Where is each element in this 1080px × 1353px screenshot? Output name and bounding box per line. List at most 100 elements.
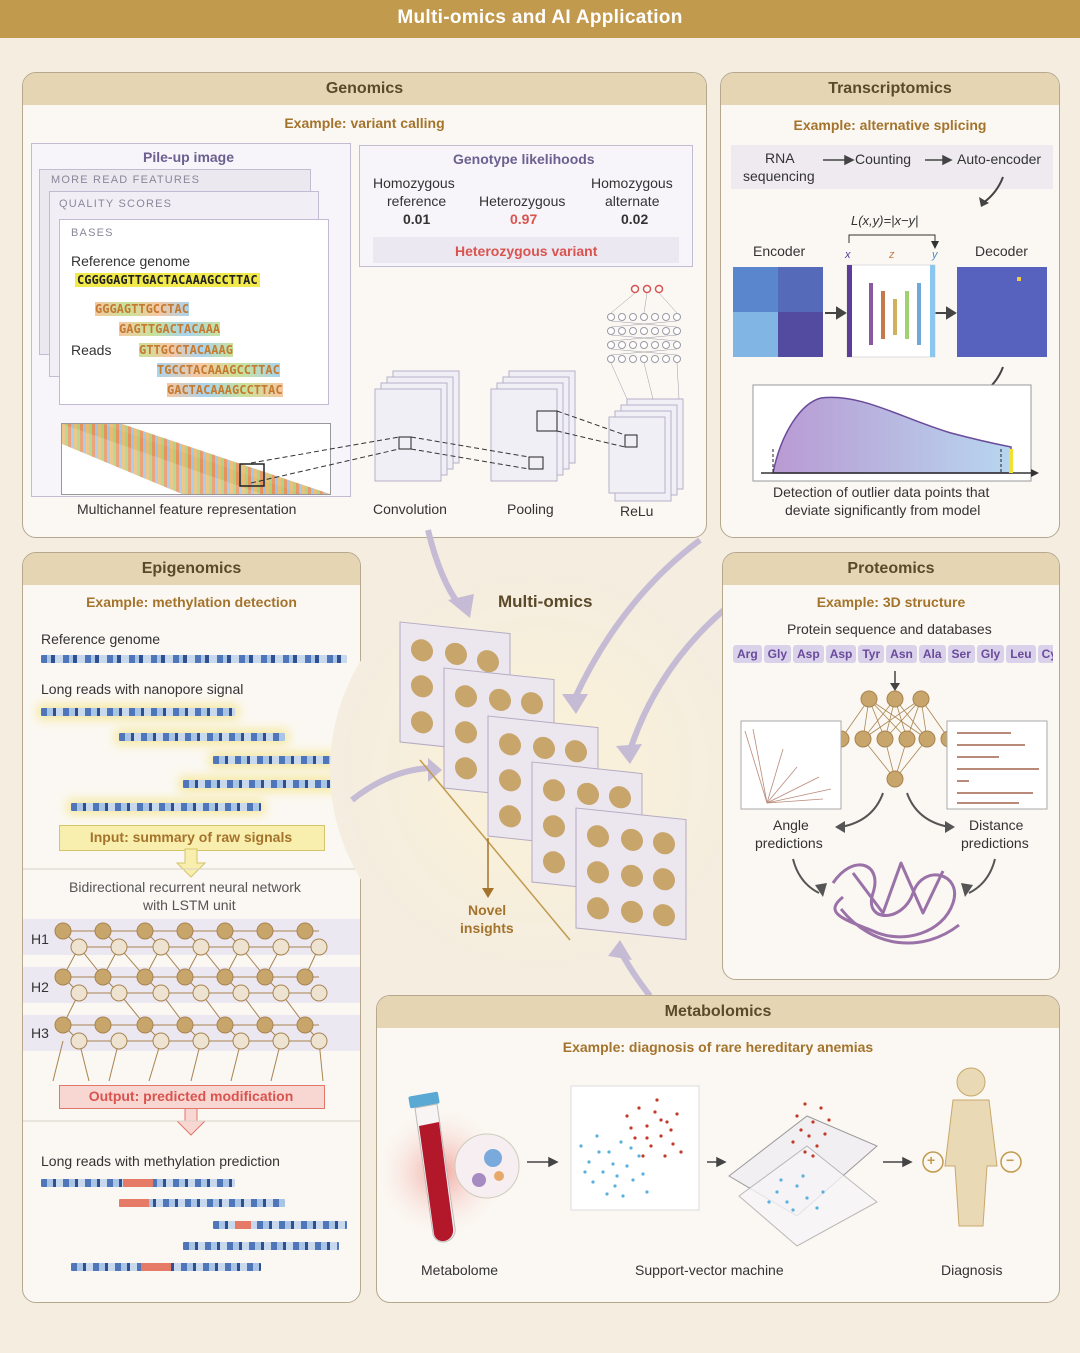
relu-stack [608, 398, 684, 502]
metabolomics-panel: Metabolomics Example: diagnosis of rare … [376, 995, 1060, 1303]
genomics-heading: Genomics [23, 73, 706, 105]
input-summary: Input: summary of raw signals [89, 829, 293, 845]
z-label: z [889, 249, 895, 261]
lstm-nodes [54, 922, 314, 1034]
convolution-stack [374, 370, 460, 482]
autoencoder-label: Auto-encoder [957, 151, 1042, 167]
read-1: GGGAGTTGCCTAC [95, 302, 189, 316]
metabolome-label: Metabolome [421, 1262, 499, 1278]
proteomics-panel: Proteomics Example: 3D structure Protein… [722, 552, 1060, 980]
epi-reference-genome: Reference genome [41, 631, 161, 647]
long-reads-methylation: Long reads with methylation prediction [41, 1153, 280, 1169]
aa-10: Leu [1006, 645, 1036, 663]
fc-network [607, 284, 681, 400]
encoder-heatmap [733, 267, 823, 357]
rna-line1: RNA [765, 150, 795, 166]
detection-line1: Detection of outlier data points that [773, 484, 990, 500]
minus-sign: − [1006, 1152, 1015, 1168]
proteomics-example: Example: 3D structure [816, 594, 966, 610]
read-4: TGCCTACAAAGCCTTAC [157, 363, 280, 377]
loss-formula: L(x,y)=|x−y| [851, 213, 919, 228]
methyl-read-4 [183, 1242, 339, 1250]
diagnosis-label: Diagnosis [941, 1262, 1003, 1278]
long-reads-nanopore: Long reads with nanopore signal [41, 681, 244, 697]
multichannel-feature-image [61, 423, 331, 495]
distance-line1: Distance [969, 817, 1024, 833]
counting-label: Counting [855, 151, 912, 167]
metabolomics-diagram [377, 1067, 1022, 1247]
nanopore-read-1 [41, 708, 235, 716]
angle-line1: Angle [773, 817, 809, 833]
h3-label: H3 [31, 1025, 49, 1041]
detection-line2: deviate significantly from model [785, 502, 981, 518]
rnn-line2: with LSTM unit [143, 897, 236, 913]
transcriptomics-diagram [733, 154, 1047, 482]
heterozygous-variant: Heterozygous variant [455, 243, 598, 259]
gt-homref-l1: Homozygous [373, 175, 455, 191]
distance-line2: predictions [961, 835, 1029, 851]
epigenomics-heading: Epigenomics [23, 553, 360, 585]
gt-homalt-l2: alternate [605, 193, 660, 209]
gt-homref-l2: reference [387, 193, 447, 209]
protein-structure [831, 861, 960, 945]
bases-label: BASES [71, 227, 114, 239]
aa-7: Ala [918, 645, 946, 663]
y-label: y [932, 249, 938, 261]
aa-2: Gly [763, 645, 792, 663]
reads-label: Reads [71, 342, 112, 358]
novel-line1: Novel [468, 902, 507, 918]
methyl-read-5 [71, 1263, 261, 1271]
cnn-diagram [250, 284, 684, 502]
pooling-label: Pooling [507, 501, 554, 517]
epigenomics-example: Example: methylation detection [86, 594, 297, 610]
nanopore-read-4 [183, 780, 339, 788]
read-5: GACTACAAAGCCTTAC [167, 383, 283, 397]
gt-het-value: 0.97 [510, 211, 538, 227]
decoder-label: Decoder [975, 243, 1028, 259]
h1-label: H1 [31, 931, 49, 947]
epi-reference-bar [41, 655, 347, 663]
aa-4: Asp [825, 645, 857, 663]
h2-label: H2 [31, 979, 49, 995]
nanopore-read-5 [71, 803, 261, 811]
output-box [59, 1085, 325, 1109]
rna-line2: sequencing [743, 168, 815, 184]
transcriptomics-panel: Transcriptomics Example: alternative spl… [720, 72, 1060, 538]
aa-11: Cys [1037, 645, 1053, 663]
genomics-example: Example: variant calling [284, 115, 445, 131]
epi-diagram [23, 848, 360, 1136]
novel-line2: insights [460, 920, 514, 936]
svm-label: Support-vector machine [635, 1262, 784, 1278]
plus-sign: + [927, 1152, 936, 1168]
aa-8: Ser [947, 645, 975, 663]
multiomics-heading: Multi-omics [498, 592, 593, 611]
quality-scores-label: QUALITY SCORES [59, 198, 173, 210]
lstm-nodes-back [70, 938, 328, 1050]
more-read-features-label: MORE READ FEATURES [51, 174, 201, 186]
multichannel-feature-svg [62, 424, 330, 494]
x-label: x [845, 249, 851, 261]
aa-9: Gly [976, 645, 1005, 663]
angle-line2: predictions [755, 835, 823, 851]
metabolomics-heading: Metabolomics [377, 996, 1059, 1028]
reference-genome-label: Reference genome [71, 253, 191, 269]
read-2: GAGTTGACTACAAA [119, 322, 221, 336]
proteomics-heading: Proteomics [723, 553, 1059, 585]
methyl-read-3 [213, 1221, 347, 1229]
genomics-panel: Genomics Example: variant calling Pile-u… [22, 72, 707, 538]
rnn-line1: Bidirectional recurrent neural network [69, 879, 301, 895]
gt-het-l1: Heterozygous [479, 193, 566, 209]
read-3: GTTGCCTACAAAG [139, 343, 233, 357]
multiomics-cards [399, 621, 687, 941]
transcriptomics-example: Example: alternative splicing [793, 117, 987, 133]
pipeline-strip [731, 145, 1053, 189]
aa-3: Asp [793, 645, 824, 663]
protein-sequence-label: Protein sequence and databases [787, 621, 992, 637]
heterozygous-variant-box [373, 237, 679, 263]
gt-homalt-l1: Homozygous [591, 175, 673, 191]
scatter-red [625, 1098, 683, 1158]
proteomics-diagram [740, 671, 1048, 945]
genotype-title: Genotype likelihoods [453, 151, 595, 167]
encoder-label: Encoder [753, 243, 806, 259]
